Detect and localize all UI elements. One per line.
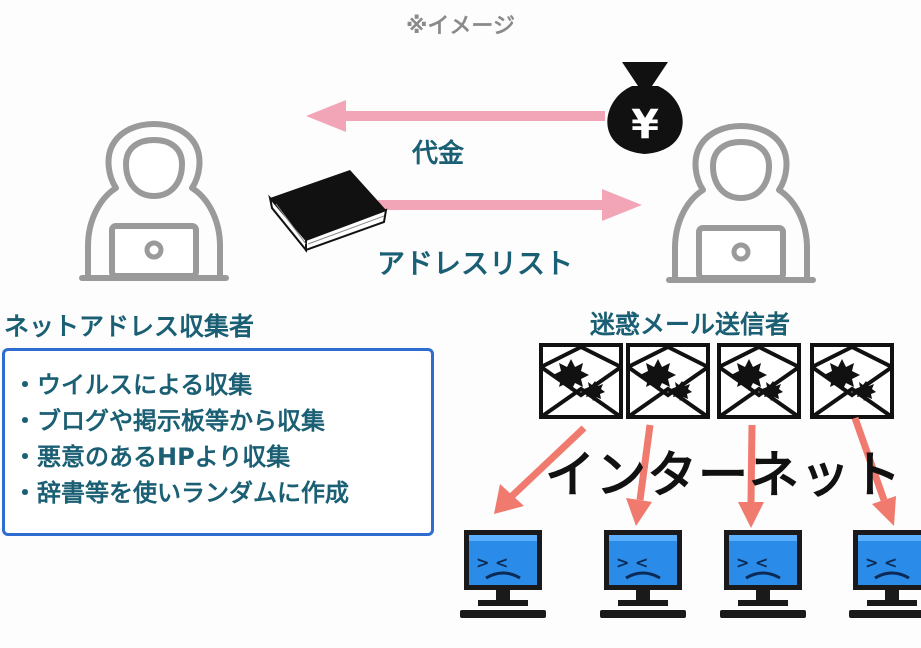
spam-envelope-icon: [810, 343, 894, 419]
collector-label: ネットアドレス収集者: [4, 312, 255, 341]
collector-hacker-icon: [82, 124, 226, 278]
spread-arrow: [494, 425, 587, 514]
price-arrow: [306, 100, 605, 132]
method-item: ・ウイルスによる収集: [13, 371, 253, 399]
money-bag-icon: ¥: [607, 62, 683, 154]
spammer-label: 迷惑メール送信者: [590, 310, 791, 339]
spread-arrow: [626, 424, 654, 526]
price-label: 代金: [412, 139, 465, 169]
spam-envelope-icon: [626, 343, 710, 419]
infected-computer-icon: [458, 528, 548, 620]
address-list-label: アドレスリスト: [377, 247, 574, 280]
infected-computer-icon: [718, 528, 808, 620]
list-arrow: [378, 189, 642, 221]
internet-label: インターネット: [545, 446, 902, 504]
spread-arrow: [851, 416, 896, 526]
yen-symbol: ¥: [631, 102, 659, 148]
spread-arrow: [738, 424, 764, 528]
infected-computer-icon: [847, 528, 921, 620]
method-item: ・ブログや掲示板等から収集: [13, 407, 325, 435]
collection-methods-box: ・ウイルスによる収集 ・ブログや掲示板等から収集 ・悪意のあるHPより収集 ・辞…: [2, 348, 434, 536]
spam-envelope-icon: [539, 343, 623, 419]
image-caption: ※イメージ: [406, 14, 515, 39]
infected-computer-icon: [598, 528, 688, 620]
method-item: ・辞書等を使いランダムに作成: [13, 479, 349, 507]
spam-envelope-icon: [717, 343, 801, 419]
spammer-hacker-icon: [669, 126, 813, 280]
address-book-icon: [268, 170, 388, 253]
method-item: ・悪意のあるHPより収集: [13, 443, 291, 471]
